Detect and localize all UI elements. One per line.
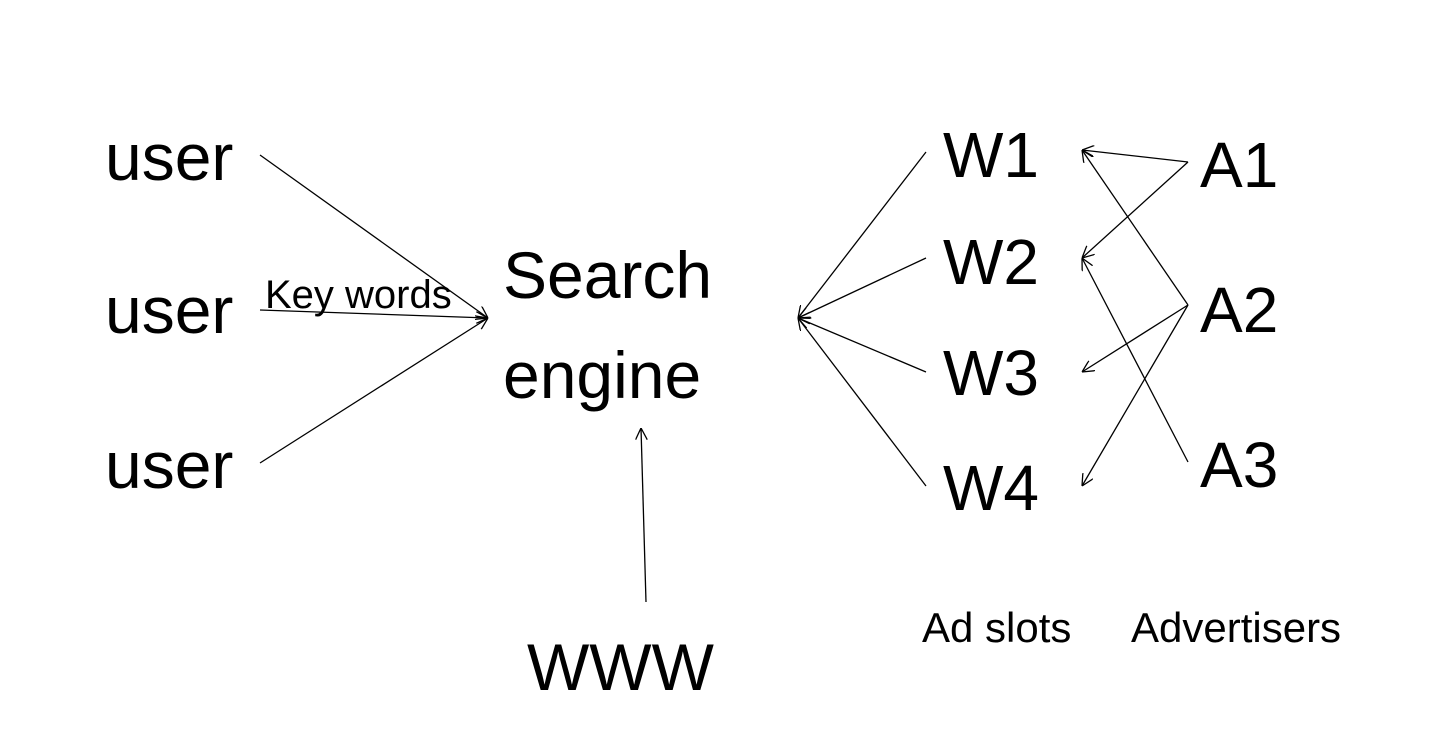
edge-w2-to-search: [798, 257, 927, 318]
ad-slot-w3: W3: [943, 337, 1039, 409]
user-node-2: user: [105, 273, 233, 347]
user-node-1: user: [105, 120, 233, 194]
keywords-label: Key words: [265, 273, 452, 317]
edge-a1-to-w1: [1082, 150, 1189, 163]
ad-slot-w4: W4: [943, 452, 1039, 524]
search-engine-line1: Search: [503, 238, 712, 312]
advertisers-caption: Advertisers: [1131, 604, 1341, 651]
www-node: WWW: [527, 630, 715, 704]
edge-user1-to-search: [259, 154, 488, 318]
edge-user3-to-search: [259, 318, 488, 464]
edge-a2-to-w1: [1082, 150, 1189, 306]
edge-w1-to-search: [798, 151, 927, 318]
user-node-3: user: [105, 428, 233, 502]
edge-user2-to-search: [259, 309, 488, 318]
edge-w4-to-search: [798, 318, 927, 487]
edge-w3-to-search: [798, 318, 927, 373]
search-engine-line2: engine: [503, 338, 701, 412]
ad-slot-w1: W1: [943, 119, 1039, 191]
advertiser-a1: A1: [1200, 129, 1278, 201]
advertiser-a2: A2: [1200, 274, 1278, 346]
edge-www-to-search: [641, 428, 646, 603]
edge-a2-to-w4: [1082, 304, 1189, 486]
edge-a1-to-w2: [1082, 161, 1189, 258]
edge-a2-to-w3: [1082, 304, 1189, 372]
ad-slot-w2: W2: [943, 226, 1039, 298]
advertiser-a3: A3: [1200, 429, 1278, 501]
edge-a3-to-w2: [1082, 258, 1189, 463]
ad-slots-caption: Ad slots: [922, 604, 1071, 651]
